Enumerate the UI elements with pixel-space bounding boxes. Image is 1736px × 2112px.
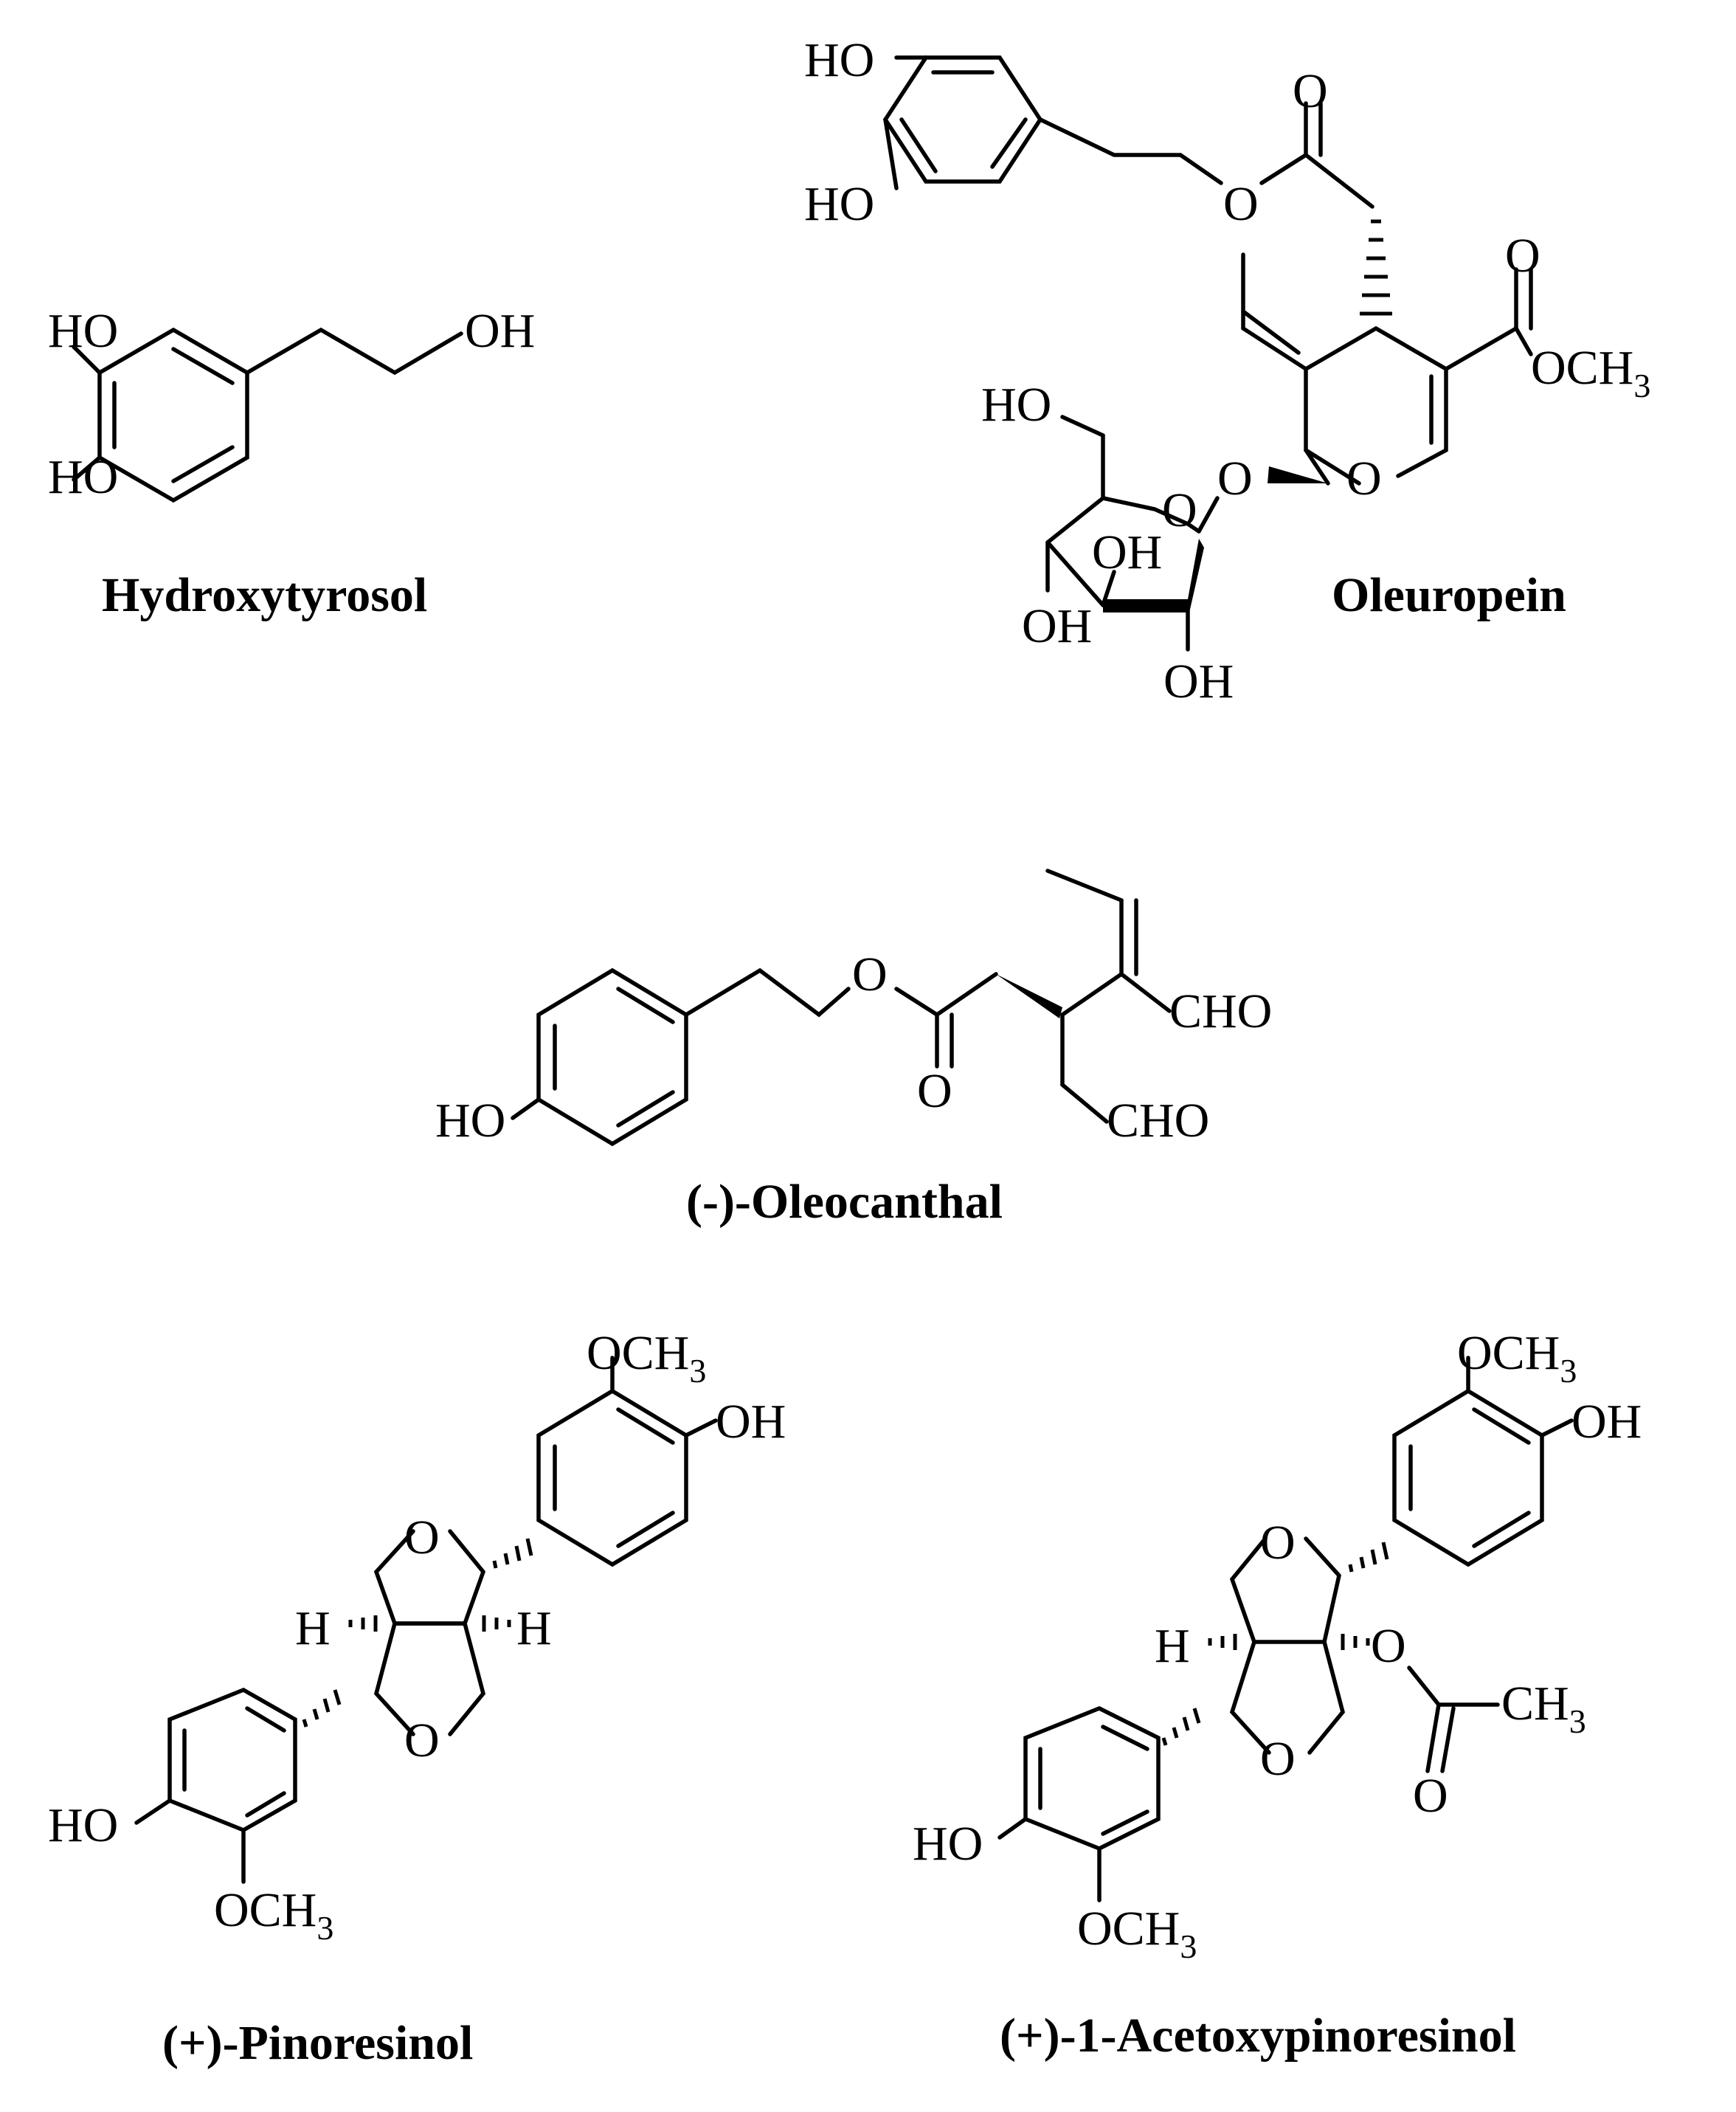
oleuropein-carbonyl-o-1: O xyxy=(1293,64,1328,118)
oleuropein-oh-3: OH xyxy=(1163,655,1234,708)
oleuropein-sugar-o: O xyxy=(1162,483,1197,537)
oleuropein-ring-o: O xyxy=(1346,452,1382,505)
pinoresinol-structure: OCH3 OH O O H H HO OCH3 (+)-Pinoresinol xyxy=(48,1326,786,2070)
hydroxytyrosol-ho-2: HO xyxy=(48,450,118,504)
oleocanthal-carbonyl-o: O xyxy=(917,1064,952,1118)
acetoxypinoresinol-carbonyl-o: O xyxy=(1413,1769,1448,1823)
acetoxypinoresinol-h-left: H xyxy=(1155,1619,1190,1673)
hydroxytyrosol-structure: HO HO OH Hydroxytyrosol xyxy=(48,304,535,622)
oleuropein-oh-1: OH xyxy=(1092,525,1162,579)
oleuropein-hash-wedge xyxy=(1360,219,1392,316)
oleocanthal-structure: HO O O CHO CHO (-)-Oleocanthal xyxy=(435,869,1272,1229)
pinoresinol-och3-top: OCH3 xyxy=(587,1326,706,1390)
acetoxypinoresinol-ho-bottom: HO xyxy=(913,1817,983,1871)
acetoxypinoresinol-o-upper: O xyxy=(1260,1516,1296,1570)
oleuropein-ho-3: HO xyxy=(981,378,1051,432)
pinoresinol-ho-bottom: HO xyxy=(48,1798,118,1852)
hydroxytyrosol-oh: OH xyxy=(465,304,535,358)
acetoxypinoresinol-ch3: CH3 xyxy=(1501,1677,1586,1740)
hydroxytyrosol-name: Hydroxytyrosol xyxy=(102,568,427,622)
pinoresinol-h-right: H xyxy=(516,1601,552,1655)
acetoxypinoresinol-och3-top: OCH3 xyxy=(1457,1326,1577,1390)
oleocanthal-ester-o: O xyxy=(852,948,888,1001)
oleocanthal-cho-2: CHO xyxy=(1107,1094,1209,1148)
acetoxypinoresinol-hash-h xyxy=(1208,1634,1370,1650)
oleuropein-glycosidic-o: O xyxy=(1217,452,1253,505)
oleocanthal-cho-1: CHO xyxy=(1169,984,1272,1038)
pinoresinol-hash-2 xyxy=(302,1689,342,1728)
pinoresinol-name: (+)-Pinoresinol xyxy=(162,2016,473,2070)
pinoresinol-hash-h xyxy=(348,1615,511,1632)
oleocanthal-ho: HO xyxy=(435,1094,505,1148)
acetoxypinoresinol-name: (+)-1-Acetoxypinoresinol xyxy=(1000,2009,1516,2063)
acetoxypinoresinol-och3-bottom: OCH3 xyxy=(1077,1902,1197,1965)
pinoresinol-o-upper: O xyxy=(404,1511,440,1564)
acetoxypinoresinol-oh-top: OH xyxy=(1571,1395,1642,1449)
pinoresinol-oh-top: OH xyxy=(716,1395,786,1449)
acetoxypinoresinol-acetoxy-o: O xyxy=(1371,1619,1406,1673)
oleuropein-oh-2: OH xyxy=(1022,599,1092,653)
acetoxypinoresinol-o-lower: O xyxy=(1260,1732,1296,1786)
acetoxypinoresinol-hash-1 xyxy=(1348,1542,1389,1573)
oleuropein-ho-2: HO xyxy=(804,177,874,231)
pinoresinol-och3-bottom: OCH3 xyxy=(214,1883,333,1947)
oleuropein-ho-1: HO xyxy=(804,33,874,87)
oleuropein-och3: OCH3 xyxy=(1531,341,1650,404)
oleocanthal-name: (-)-Oleocanthal xyxy=(686,1175,1003,1229)
acetoxypinoresinol-structure: OCH3 OH O O H O CH3 O HO OCH3 (+)-1-Acet… xyxy=(913,1326,1642,2063)
oleuropein-structure: HO HO O O O OCH3 O O O HO OH OH OH Oleur… xyxy=(804,33,1650,708)
pinoresinol-h-left: H xyxy=(295,1601,331,1655)
pinoresinol-hash-1 xyxy=(492,1538,533,1569)
oleuropein-carbonyl-o-2: O xyxy=(1505,229,1540,283)
oleuropein-ester-o: O xyxy=(1223,177,1259,231)
oleuropein-name: Oleuropein xyxy=(1332,568,1566,622)
hydroxytyrosol-ho-1: HO xyxy=(48,304,118,358)
pinoresinol-o-lower: O xyxy=(404,1714,440,1767)
acetoxypinoresinol-hash-2 xyxy=(1161,1708,1201,1746)
